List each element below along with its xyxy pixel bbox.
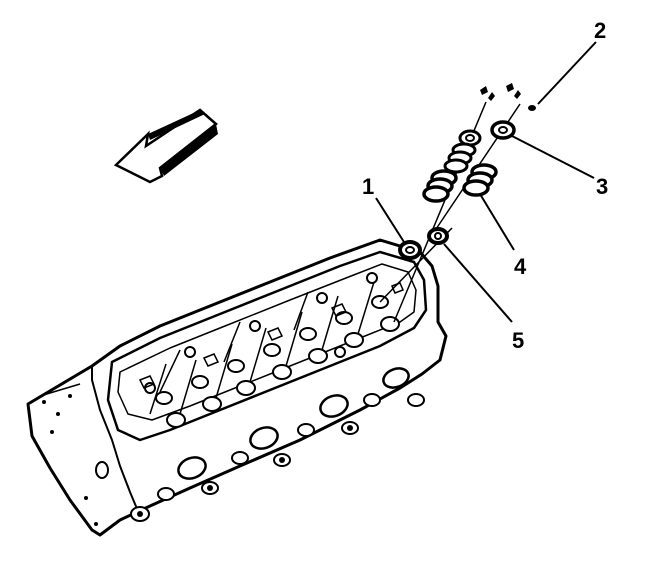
callout-1: 1 — [362, 174, 374, 199]
valve-keepers-icon — [480, 83, 536, 111]
callout-4: 4 — [514, 254, 527, 279]
leader-line-5 — [443, 243, 513, 323]
leader-line-1 — [375, 197, 405, 243]
callout-2: 2 — [594, 18, 606, 43]
cylinder-head-icon — [26, 238, 448, 537]
leader-line-3 — [511, 135, 595, 179]
valve-stem-seal-icon — [398, 227, 449, 260]
valve-spring-icon — [422, 142, 498, 203]
callout-5: 5 — [512, 328, 524, 353]
leader-line-2 — [537, 41, 597, 105]
front-direction-arrow-icon — [113, 108, 218, 184]
valve-spring-cap-icon — [458, 120, 516, 147]
leader-line-4 — [479, 193, 515, 251]
callout-3: 3 — [596, 174, 608, 199]
